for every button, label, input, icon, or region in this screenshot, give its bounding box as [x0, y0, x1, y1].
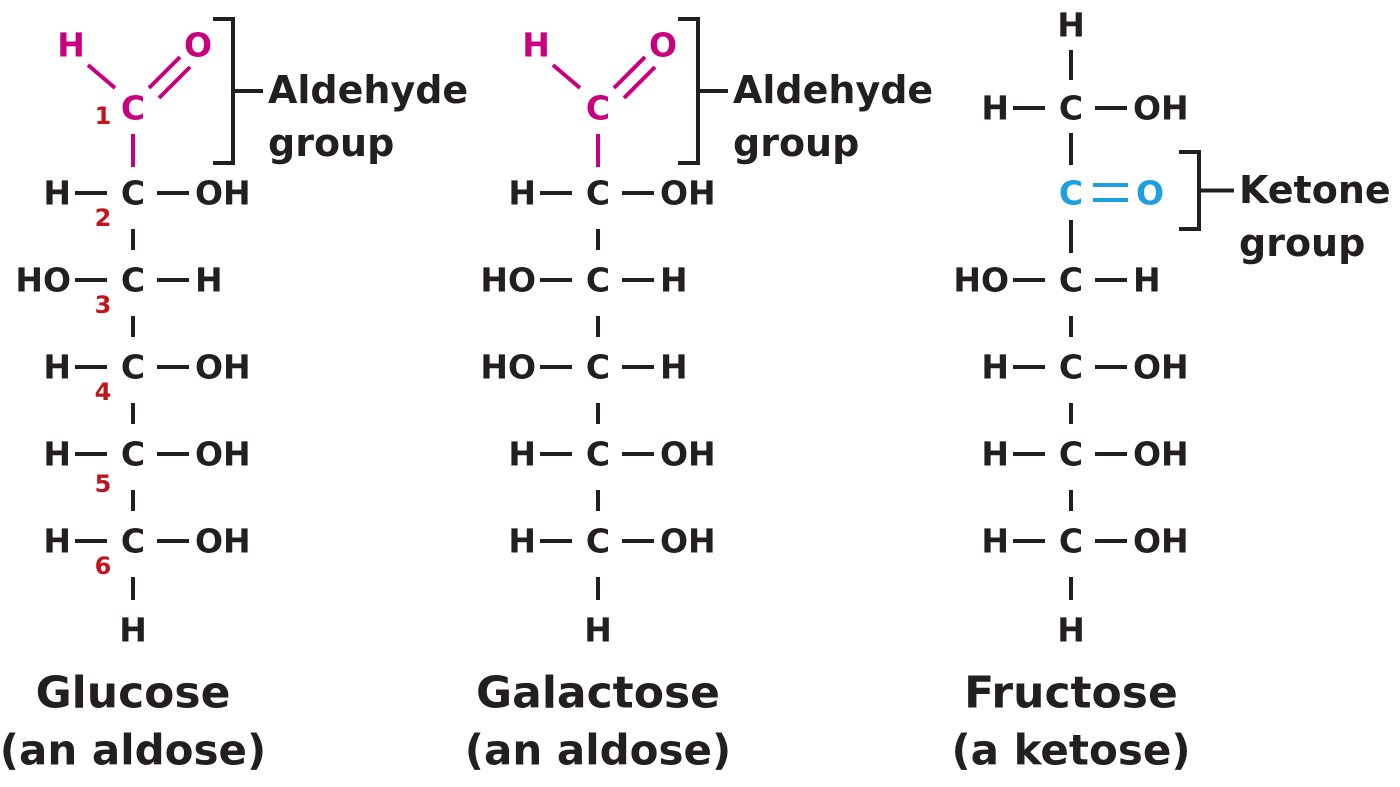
carbon-row-4-right-substituent: OH — [1133, 348, 1189, 387]
carbon-row-5-carbon: C — [121, 435, 145, 474]
sugar-name: Fructose — [964, 668, 1178, 719]
terminal-hydrogen: H — [119, 611, 147, 650]
carbon-row-6-carbon: C — [121, 522, 145, 561]
carbon-row-3-right-substituent: H — [195, 261, 223, 300]
aldehyde-ch-bond — [86, 63, 117, 90]
carbon-row-5-left-substituent: H — [981, 435, 1009, 474]
carbon-row-2-left-substituent: H — [508, 174, 536, 213]
group-bracket — [213, 17, 235, 165]
aldehyde-hydrogen: H — [57, 26, 85, 65]
carbon-row-3-left-substituent: HO — [480, 261, 536, 300]
carbon-row-1-right-substituent: OH — [1133, 89, 1189, 128]
carbon-row-2-right-substituent: OH — [195, 174, 251, 213]
carbon-row-6-left-substituent: H — [43, 522, 71, 561]
carbon-row-5-left-substituent: H — [43, 435, 71, 474]
carbon-row-3-right-substituent: H — [1133, 261, 1161, 300]
carbon-row-5-right-substituent: OH — [195, 435, 251, 474]
group-label-line2: group — [268, 121, 394, 165]
group-label-line1: Ketone — [1239, 168, 1391, 212]
carbon-row-3-carbon: C — [1059, 261, 1083, 300]
carbon-row-1-left-substituent: H — [981, 89, 1009, 128]
ketone-carbon: C — [1059, 174, 1083, 213]
carbon-number-3: 3 — [95, 291, 112, 319]
carbon-row-4-carbon: C — [1059, 348, 1083, 387]
carbon-row-1-carbon: C — [1059, 89, 1083, 128]
carbon-row-6-left-substituent: H — [508, 522, 536, 561]
aldehyde-carbon: C — [586, 89, 610, 128]
aldehyde-co-double-bond — [157, 65, 192, 100]
carbon-row-6-right-substituent: OH — [660, 522, 716, 561]
carbon-row-5-right-substituent: OH — [1133, 435, 1189, 474]
group-label-line2: group — [1239, 221, 1365, 265]
carbon-row-5-carbon: C — [1059, 435, 1083, 474]
aldehyde-oxygen: O — [649, 26, 677, 65]
group-bracket — [678, 17, 700, 165]
carbon-row-3-left-substituent: HO — [953, 261, 1009, 300]
terminal-hydrogen: H — [1057, 611, 1085, 650]
terminal-hydrogen: H — [584, 611, 612, 650]
aldehyde-hydrogen: H — [522, 26, 550, 65]
aldehyde-carbon: C — [121, 89, 145, 128]
carbon-row-5-carbon: C — [586, 435, 610, 474]
carbon-number-2: 2 — [95, 204, 112, 232]
aldehyde-ch-bond — [551, 63, 582, 90]
group-bracket — [1179, 150, 1201, 231]
carbon-row-6-left-substituent: H — [981, 522, 1009, 561]
aldehyde-co-double-bond — [622, 65, 657, 100]
group-label-line1: Aldehyde — [268, 68, 468, 112]
carbon-number-4: 4 — [95, 378, 112, 406]
carbon-row-3-right-substituent: H — [660, 261, 688, 300]
carbon-number-5: 5 — [95, 470, 112, 498]
aldehyde-co-double-bond — [612, 55, 647, 90]
carbon-row-2-carbon: C — [586, 174, 610, 213]
carbon-number-6: 6 — [95, 552, 112, 580]
carbon-row-4-right-substituent: OH — [195, 348, 251, 387]
aldehyde-oxygen: O — [184, 26, 212, 65]
sugar-class: (a ketose) — [951, 726, 1190, 775]
carbon-row-2-right-substituent: OH — [660, 174, 716, 213]
carbon-row-4-left-substituent: H — [981, 348, 1009, 387]
carbon-row-3-carbon: C — [586, 261, 610, 300]
sugar-class: (an aldose) — [0, 726, 266, 775]
carbon-row-2-left-substituent: H — [43, 174, 71, 213]
carbon-row-6-right-substituent: OH — [195, 522, 251, 561]
carbon-number-1: 1 — [95, 102, 112, 130]
ketone-oxygen: O — [1136, 174, 1164, 213]
carbon-row-4-left-substituent: HO — [480, 348, 536, 387]
sugar-class: (an aldose) — [465, 726, 731, 775]
sugar-name: Galactose — [476, 668, 720, 719]
carbon-row-2-carbon: C — [121, 174, 145, 213]
carbon-row-3-left-substituent: HO — [15, 261, 71, 300]
carbon-row-4-right-substituent: H — [660, 348, 688, 387]
carbon-row-4-carbon: C — [586, 348, 610, 387]
carbon-row-6-right-substituent: OH — [1133, 522, 1189, 561]
group-label-line1: Aldehyde — [733, 68, 933, 112]
aldehyde-co-double-bond — [147, 55, 182, 90]
terminal-hydrogen: H — [1057, 6, 1085, 45]
carbon-row-5-right-substituent: OH — [660, 435, 716, 474]
carbon-row-3-carbon: C — [121, 261, 145, 300]
carbon-row-6-carbon: C — [1059, 522, 1083, 561]
carbon-row-4-left-substituent: H — [43, 348, 71, 387]
carbon-row-4-carbon: C — [121, 348, 145, 387]
group-label-line2: group — [733, 121, 859, 165]
carbon-row-6-carbon: C — [586, 522, 610, 561]
carbon-row-5-left-substituent: H — [508, 435, 536, 474]
sugar-name: Glucose — [36, 668, 231, 719]
